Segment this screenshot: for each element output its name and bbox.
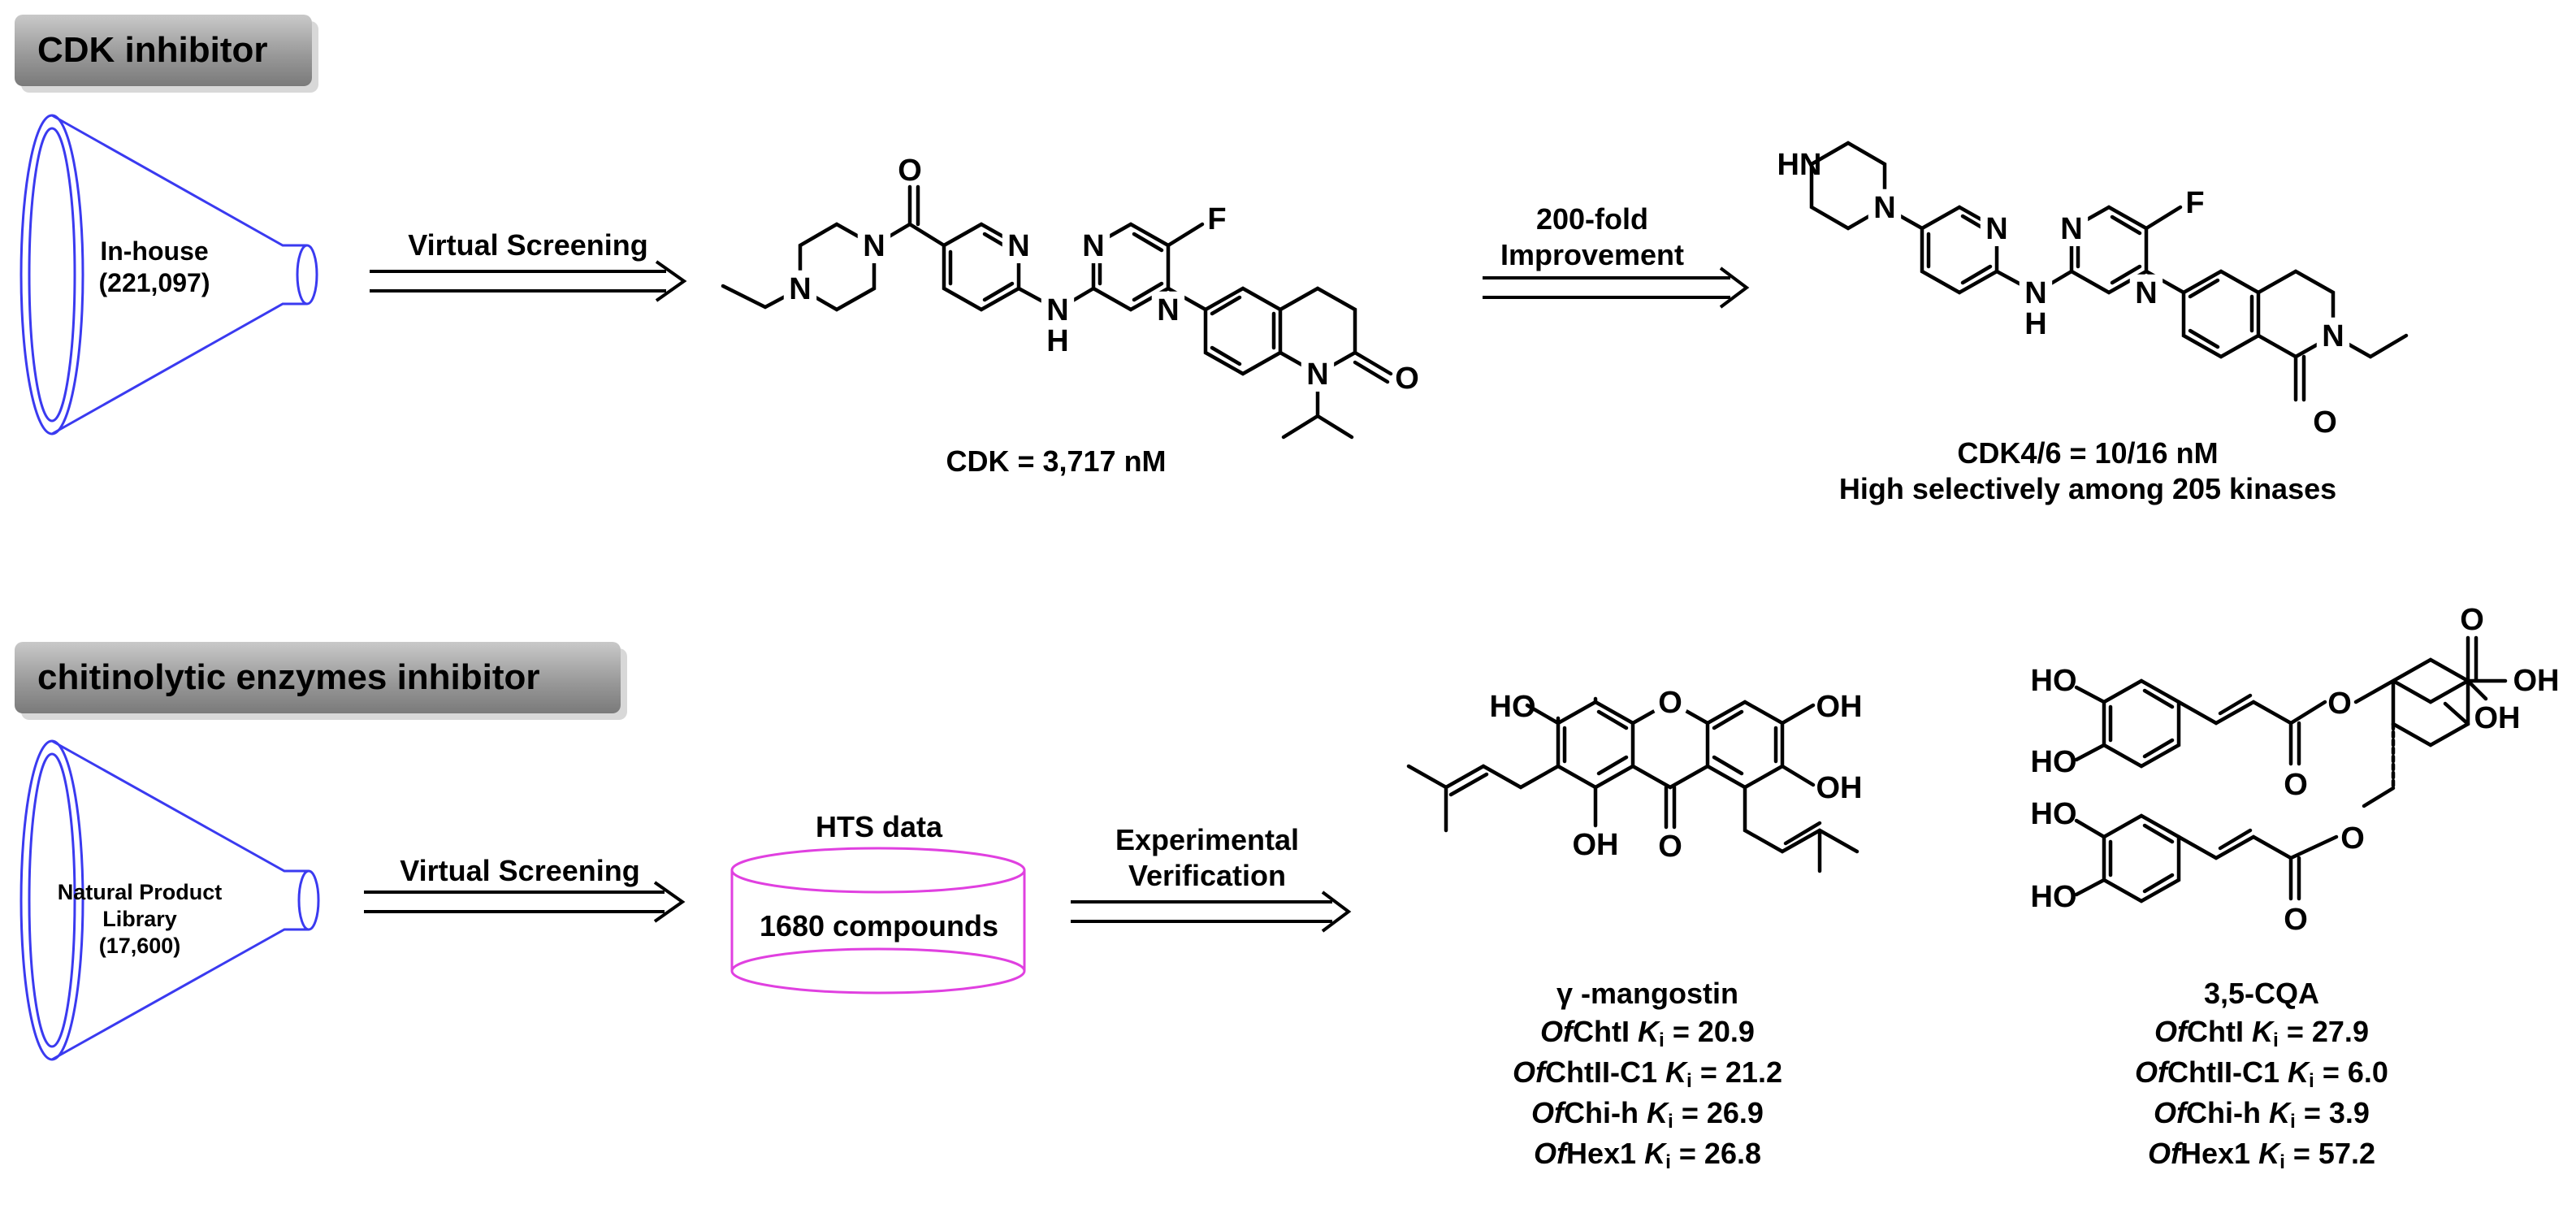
svg-text:H: H: [1046, 324, 1068, 358]
cqa-atoms: HO HO O O O OH OH HO HO O O: [2031, 603, 2560, 937]
svg-text:N: N: [863, 229, 885, 263]
mangostin-activity: γ -mangostin OfChtI Ki = 20.9 OfChtII-C1…: [1513, 975, 1782, 1176]
ki-row: OfHex1 Ki = 57.2: [2147, 1136, 2375, 1173]
cqa-activity: 3,5-CQA OfChtI Ki = 27.9 OfChtII-C1 Ki =…: [2135, 975, 2388, 1176]
cdk-funnel-label: In-house (221,097): [98, 236, 210, 298]
svg-text:O: O: [2284, 768, 2308, 802]
svg-text:HO: HO: [2031, 745, 2077, 779]
svg-text:N: N: [2322, 319, 2344, 353]
svg-text:OH: OH: [2474, 701, 2521, 735]
cdk-lead-structure: [1809, 141, 2409, 402]
svg-text:N: N: [1985, 212, 2007, 246]
cdk-hit-structure: [721, 184, 1393, 440]
ki-row: OfChi-h Ki = 3.9: [2154, 1095, 2370, 1133]
svg-text:F: F: [1207, 202, 1226, 236]
svg-text:N: N: [1157, 293, 1179, 327]
svg-text:F: F: [2185, 186, 2204, 220]
cdk-improvement-label: 200-fold Improvement: [1500, 202, 1685, 271]
svg-text:O: O: [2313, 405, 2337, 440]
hts-database-icon: [730, 847, 1026, 994]
ki-row: OfHex1 Ki = 26.8: [1534, 1136, 1761, 1173]
svg-text:O: O: [2284, 903, 2308, 937]
svg-text:N: N: [1046, 293, 1068, 327]
svg-text:HO: HO: [2031, 664, 2077, 698]
mangostin-structure: [1406, 696, 1859, 873]
svg-text:O: O: [2460, 603, 2484, 637]
cqa-structure: [2074, 635, 2508, 904]
hts-title: HTS data: [815, 810, 943, 843]
svg-text:O: O: [2340, 821, 2365, 856]
svg-text:O: O: [2327, 687, 2352, 721]
ki-row: OfChtI Ki = 20.9: [1540, 1014, 1755, 1051]
cdk-hit-atoms: O N N N N N N N N H N N N N F N N O: [781, 154, 1419, 399]
cdk-virtual-screening-label: Virtual Screening: [408, 228, 648, 262]
svg-text:OH: OH: [1816, 690, 1863, 724]
svg-text:O: O: [1658, 686, 1682, 720]
cdk-hit-activity: CDK = 3,717 nM: [946, 444, 1167, 478]
svg-text:HO: HO: [1490, 690, 1536, 724]
cdk-section-title: CDK inhibitor: [15, 15, 312, 86]
ki-row: OfChi-h Ki = 26.9: [1531, 1095, 1764, 1133]
svg-text:HN: HN: [1777, 148, 1822, 182]
svg-text:O: O: [1658, 830, 1682, 864]
svg-text:OH: OH: [1816, 771, 1863, 805]
chitin-funnel-label: Natural Product Library (17,600): [57, 880, 223, 958]
svg-text:OH: OH: [1573, 828, 1619, 862]
svg-text:H: H: [2024, 307, 2046, 341]
svg-text:N: N: [2060, 212, 2082, 246]
svg-text:N: N: [1007, 229, 1029, 263]
svg-text:N: N: [1306, 358, 1328, 392]
arrow-icon: [364, 260, 1750, 933]
cdk-funnel-icon: [19, 114, 318, 436]
hts-count: 1680 compounds: [759, 909, 999, 942]
chitin-funnel-icon: [19, 739, 320, 1061]
compound-name: γ -mangostin: [1556, 977, 1738, 1010]
svg-text:HO: HO: [2031, 880, 2077, 914]
svg-text:HO: HO: [2031, 797, 2077, 831]
cdk-lead-activity: CDK4/6 = 10/16 nM High selectively among…: [1838, 436, 2337, 505]
svg-text:N: N: [2024, 276, 2046, 310]
ki-row: OfChtII-C1 Ki = 21.2: [1513, 1055, 1782, 1092]
svg-text:O: O: [898, 154, 922, 188]
svg-text:OH: OH: [2513, 664, 2560, 698]
compound-name: 3,5-CQA: [2203, 977, 2320, 1010]
svg-text:N: N: [1082, 229, 1104, 263]
ki-row: OfChtI Ki = 27.9: [2154, 1014, 2369, 1051]
svg-text:N: N: [789, 272, 811, 306]
svg-text:O: O: [1395, 362, 1419, 396]
chitin-section-title: chitinolytic enzymes inhibitor: [15, 642, 621, 713]
experimental-verification-label: Experimental Verification: [1115, 823, 1300, 892]
chitin-virtual-screening-label: Virtual Screening: [400, 854, 640, 887]
ki-row: OfChtII-C1 Ki = 6.0: [2135, 1055, 2388, 1092]
svg-text:N: N: [2135, 276, 2157, 310]
svg-text:N: N: [1873, 191, 1895, 225]
